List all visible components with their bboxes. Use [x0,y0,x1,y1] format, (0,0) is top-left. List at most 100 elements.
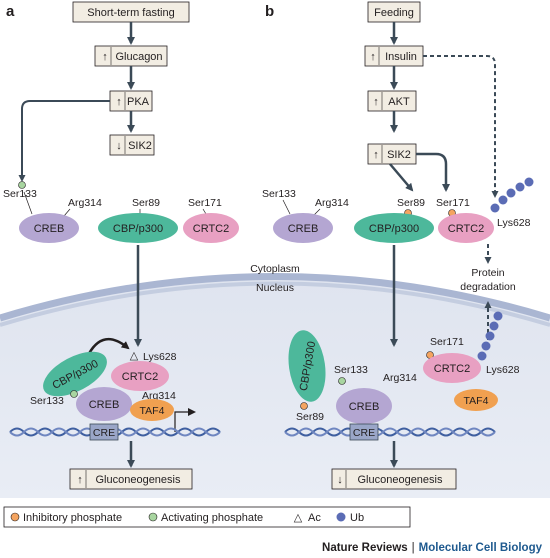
sik2-label-b: SIK2 [387,149,411,161]
nuclear-membrane [0,273,550,322]
cbp-nucleus-a [43,351,107,397]
feeding-label: Feeding [374,7,414,19]
degradation-label: degradation [460,281,516,293]
taf4-label-a: TAF4 [140,405,165,417]
creb-nucleus-b [336,388,392,424]
cre-box-a [89,423,119,441]
pka-up-symbol: ↑ [116,96,122,108]
ser133-label-a-top: Ser133 [3,188,37,200]
protein-label: Protein [471,267,504,279]
lys628-label-b-nuc: Lys628 [486,364,520,376]
legend-ub-icon [336,512,346,522]
nuclear-membrane-inner [0,281,550,327]
outcome-box-b [331,468,457,490]
arg314-label-a-nuc: Arg314 [142,390,176,402]
ac-marker-a: △ [130,350,139,362]
ser171-label-b-nuc: Ser171 [430,336,464,348]
creb-label-b-top: CREB [288,223,319,235]
cbp-cytoplasm-a [98,213,178,243]
arg314-label-b-top: Arg314 [315,197,349,209]
arrow-sik2-ser89 [389,163,414,192]
lys628-label-b-top: Lys628 [497,217,531,229]
legend-inhibitory-label: Inhibitory phosphate [23,512,122,524]
publisher-credit: Nature Reviews|Molecular Cell Biology [322,542,542,554]
outcome-label-a: Gluconeogenesis [95,474,181,486]
ubiquitin-chain-b-nuc [477,311,503,361]
cytoplasm-label: Cytoplasm [250,263,300,275]
glucagon-up-symbol: ↑ [102,51,108,63]
sik2-label-a: SIK2 [128,140,152,152]
legend-activating-icon [148,512,158,522]
ser89-label-b-nuc: Ser89 [296,411,324,423]
ser133-label-b-top: Ser133 [262,188,296,200]
insulin-up-symbol: ↑ [370,51,376,63]
ser89-label-a-top: Ser89 [132,197,160,209]
crtc2-label-b-top: CRTC2 [448,223,484,235]
ser133-tick-b [282,199,291,215]
ser89-label-b-top: Ser89 [397,197,425,209]
publisher-separator: | [411,542,415,554]
crtc2-cytoplasm-b [438,213,494,243]
cbp-cytoplasm-b [354,213,434,243]
creb-label-b-nuc: CREB [349,401,380,413]
glucagon-label: Glucagon [115,51,162,63]
legend-activating-label: Activating phosphate [161,512,263,524]
sik2-down-symbol: ↓ [116,140,122,152]
lys628-label-a: Lys628 [143,351,177,363]
legend-ub-label: Ub [350,512,364,524]
panel-a-letter: a [6,3,15,20]
crtc2-label-b-nuc: CRTC2 [434,363,470,375]
dna-helix-b [284,427,496,437]
creb-cytoplasm-b [273,213,333,243]
outcome-up-symbol: ↑ [77,474,83,486]
ser171-tick-a [202,208,207,215]
panel-b-letter: b [265,3,274,20]
taf4-label-b: TAF4 [464,395,489,407]
cre-label-b: CRE [353,427,375,439]
taf4-b [454,389,498,411]
activating-phosphate-ser133-a [18,181,26,189]
ser133-label-b-nuc: Ser133 [334,364,368,376]
crtc2-nucleus-b [423,353,481,383]
creb-cytoplasm-a [19,213,79,243]
cre-label-a: CRE [93,427,115,439]
ubiquitin-chain-b-top [490,177,534,213]
creb-label-a-top: CREB [34,223,65,235]
crtc2-nucleus-a [111,361,169,391]
legend-ac-icon: △ [294,512,303,524]
arrow-sik2-ser171 [416,152,450,192]
activating-phosphate-ser133-a-nuc [70,390,78,398]
legend-inhibitory-icon [10,512,20,522]
akt-box [367,90,417,112]
creb-nucleus-a [76,387,132,421]
insulin-degradation-dashed-arrow [423,55,499,198]
akt-up-symbol: ↑ [373,96,379,108]
ser171-label-b-top: Ser171 [436,197,470,209]
sik2-up-symbol: ↑ [373,149,379,161]
outcome-down-symbol: ↓ [337,474,343,486]
crtc2-label-a-top: CRTC2 [193,223,229,235]
legend-box [3,506,411,528]
ser133-label-a-nuc: Ser133 [30,395,64,407]
outcome-label-b: Gluconeogenesis [357,474,443,486]
arrow-pka-ser133 [18,100,110,182]
fasting-label: Short-term fasting [87,7,174,19]
inhibitory-phosphate-ser89-b-nuc [300,402,308,410]
sik2-box-a [109,134,155,156]
arg314-tick-a [63,208,71,217]
ser133-tick-a [23,191,33,215]
publisher-name: Nature Reviews [322,542,408,554]
pka-label: PKA [127,96,150,108]
cbp-nucleus-b [288,330,326,402]
transcription-start-arrow-a [174,408,196,432]
activating-phosphate-ser133-b-nuc [338,377,346,385]
cbp-label-a-top: CBP/p300 [113,223,163,235]
legend-ac-label: Ac [308,512,321,524]
crtc2-cytoplasm-a [183,213,239,243]
cre-box-b [349,423,379,441]
journal-name: Molecular Cell Biology [418,542,542,554]
crtc2-label-a-nuc: CRTC2 [122,371,158,383]
arg314-label-b-nuc: Arg314 [383,372,417,384]
arg314-label-a-top: Arg314 [68,197,102,209]
